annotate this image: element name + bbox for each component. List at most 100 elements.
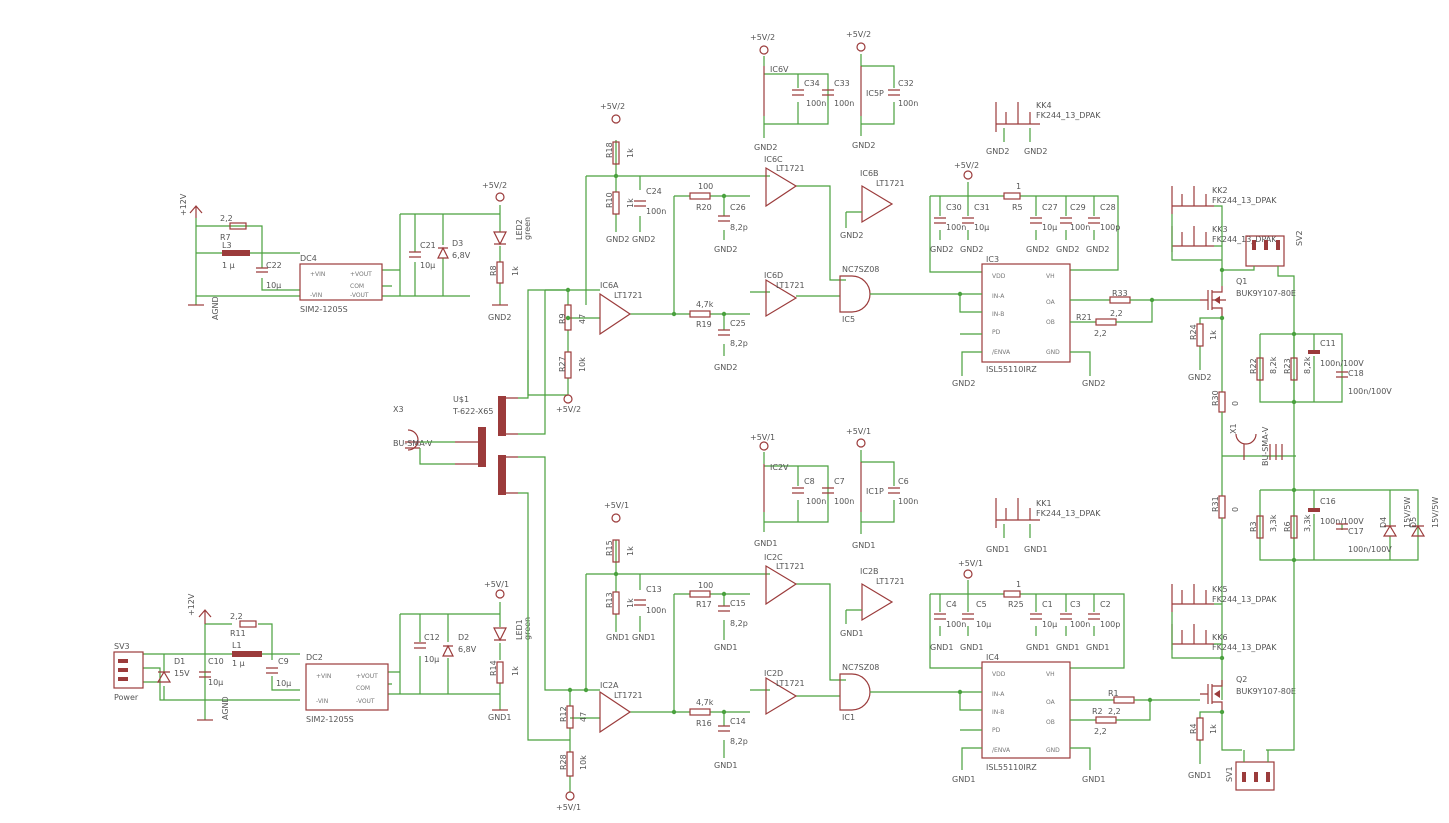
c33-label: C33 <box>834 79 850 88</box>
r7-value: 2,2 <box>220 214 233 223</box>
gnd-label: GND1 <box>488 713 511 722</box>
r5-label: R5 <box>1012 203 1023 212</box>
ic3-value: ISL55110IRZ <box>986 365 1037 374</box>
supply-label: +12V <box>187 593 196 616</box>
ic4-label: IC4 <box>986 653 999 662</box>
c26-label: C26 <box>730 203 746 212</box>
c22-value: 10µ <box>266 281 281 290</box>
dc2-vout-plus: +VOUT <box>356 673 378 680</box>
kk6-label: KK6 <box>1212 633 1228 642</box>
dc4-vin-plus: +VIN <box>310 271 325 278</box>
r10-label: R10 <box>605 192 614 208</box>
sv1-label: SV1 <box>1225 766 1234 782</box>
gnd-label: GND1 <box>1086 643 1109 652</box>
kk4-value: FK244_13_DPAK <box>1036 111 1101 120</box>
d4-value: 15V/5W <box>1403 497 1412 528</box>
gnd-label: GND2 <box>960 245 983 254</box>
gnd-label: GND2 <box>714 363 737 372</box>
d5-value: 15V/5W <box>1431 497 1440 528</box>
r14-value: 1k <box>511 666 520 676</box>
c13-value: 100n <box>646 606 666 615</box>
r9-label: R9 <box>558 313 567 324</box>
ic4-enva: /ENVA <box>992 747 1011 754</box>
ic2d-label: IC2D <box>764 669 783 678</box>
c25-label: C25 <box>730 319 746 328</box>
ic1-value: NC7SZ08 <box>842 663 879 672</box>
r4-value: 1k <box>1209 724 1218 734</box>
d1-value: 15V <box>174 669 190 678</box>
r18-value: 1k <box>626 148 635 158</box>
r6-label: R6 <box>1283 521 1292 532</box>
dc2-value: SIM2-1205S <box>306 715 354 724</box>
r31-label: R31 <box>1211 496 1220 512</box>
r11-value: 2,2 <box>230 612 243 621</box>
r5-value: 1 <box>1016 182 1021 191</box>
l3-value: 1 µ <box>222 261 235 270</box>
r4-label: R4 <box>1189 723 1198 734</box>
kk5-label: KK5 <box>1212 585 1228 594</box>
ic6b-value: LT1721 <box>876 179 905 188</box>
c30-value: 100n <box>946 223 966 232</box>
c16-label: C16 <box>1320 497 1336 506</box>
kk3-value: FK244_13_DPAK <box>1212 235 1277 244</box>
r27-value: 10k <box>578 357 587 372</box>
l1-value: 1 µ <box>232 659 245 668</box>
c29-label: C29 <box>1070 203 1086 212</box>
supply-label: +5V/2 <box>556 405 581 414</box>
q1-value: BUK9Y107-80E <box>1236 289 1296 298</box>
r7-label: R7 <box>220 233 231 242</box>
c24-value: 100n <box>646 207 666 216</box>
ic3-oa: OA <box>1046 299 1056 306</box>
r21-label: R21 <box>1076 313 1092 322</box>
c27-value: 10µ <box>1042 223 1057 232</box>
r2-value: 2,2 <box>1094 727 1107 736</box>
c22-label: C22 <box>266 261 282 270</box>
gnd-label: GND1 <box>986 545 1009 554</box>
gnd-label: GND1 <box>606 633 629 642</box>
ic3-ina: IN-A <box>992 293 1005 300</box>
r17-label: R17 <box>696 600 712 609</box>
ic6a-value: LT1721 <box>614 291 643 300</box>
ic2b-label: IC2B <box>860 567 879 576</box>
driver-ic3-section: +5V/2 IC6V C34 100n C33 100n GND2 +5V/2 … <box>750 30 1200 388</box>
kk1-value: FK244_13_DPAK <box>1036 509 1101 518</box>
c21-value: 10µ <box>420 261 435 270</box>
c34-value: 100n <box>806 99 826 108</box>
gnd-label: GND2 <box>1082 379 1105 388</box>
r11-label: R11 <box>230 629 246 638</box>
r13-value: 1k <box>626 598 635 608</box>
r33-value: 2,2 <box>1110 309 1123 318</box>
gnd-label: GND1 <box>1082 775 1105 784</box>
gnd-label: GND1 <box>754 539 777 548</box>
ic4-ina: IN-A <box>992 691 1005 698</box>
gnd-label: GND2 <box>488 313 511 322</box>
power-supply-bottom: SV3 Power +12V D1 15V C10 10µ 2,2 R11 L1… <box>113 580 532 724</box>
dc2-label: DC2 <box>306 653 323 662</box>
ic2c-label: IC2C <box>764 553 783 562</box>
comparator-channel-top: +5V/2 R18 1k R10 1k GND2 C24 100n GND2 1… <box>527 102 950 414</box>
c15-value: 8,2p <box>730 619 748 628</box>
r10-value: 1k <box>626 198 635 208</box>
agnd-label: AGND <box>221 696 230 720</box>
r8-label: R8 <box>489 265 498 276</box>
d3-value: 6,8V <box>452 251 471 260</box>
gnd-label: GND1 <box>840 629 863 638</box>
supply-label: +5V/2 <box>954 161 979 170</box>
ic2c-value: LT1721 <box>776 562 805 571</box>
ic3-ob: OB <box>1046 319 1055 326</box>
dc4-label: DC4 <box>300 254 317 263</box>
gnd-label: GND2 <box>1026 245 1049 254</box>
c18-value: 100n/100V <box>1348 387 1392 396</box>
led2-value: green <box>523 217 532 240</box>
x3-label: X3 <box>393 405 404 414</box>
r15-value: 1k <box>626 546 635 556</box>
x1-value: BU-SMA-V <box>1261 426 1270 466</box>
sv2-label: SV2 <box>1295 230 1304 246</box>
c28-value: 100p <box>1100 223 1120 232</box>
r23-label: R23 <box>1283 358 1292 374</box>
c25-value: 8,2p <box>730 339 748 348</box>
c13-label: C13 <box>646 585 662 594</box>
c11-value: 100n/100V <box>1320 359 1364 368</box>
gnd-label: GND1 <box>1056 643 1079 652</box>
